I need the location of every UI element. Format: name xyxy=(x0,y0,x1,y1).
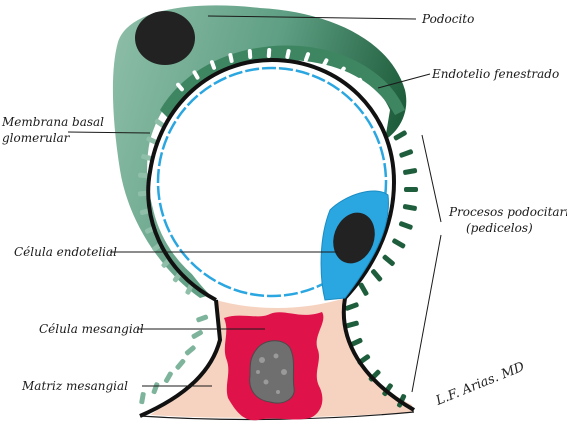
label-celula-endotelial: Célula endotelial xyxy=(14,245,117,259)
podocyte-body xyxy=(112,5,407,299)
leader-membrana xyxy=(67,131,151,134)
label-matriz-mesangial: Matriz mesangial xyxy=(21,379,128,393)
endothelial-nucleus xyxy=(333,212,375,264)
podocyte-nucleus xyxy=(135,11,195,65)
basement-membrane-stalk-left xyxy=(139,299,223,418)
glomerular-basement-membrane xyxy=(146,57,397,302)
label-membrana-basal-line1: Membrana basal xyxy=(1,115,104,129)
label-membrana-basal-line2: glomerular xyxy=(2,131,71,145)
matrix-base-line xyxy=(139,411,415,421)
label-procesos-line1: Procesos podocitarios xyxy=(448,205,567,219)
podocyte-foot-processes-lower-left xyxy=(139,314,209,405)
mesangial-nucleus-texture xyxy=(256,353,287,394)
label-celula-mesangial: Célula mesangial xyxy=(39,322,144,336)
leader-procesos-bottom xyxy=(411,234,442,393)
fenestrated-endothelium xyxy=(156,66,388,298)
label-endotelio-fenestrado: Endotelio fenestrado xyxy=(431,67,559,81)
podocyte-cytoplasm-arc xyxy=(160,45,405,118)
leader-podocito xyxy=(207,15,417,20)
leader-endotelio xyxy=(377,73,431,89)
label-procesos-line2: (pedicelos) xyxy=(466,221,533,235)
author-signature: L.F. Arias. MD xyxy=(433,359,527,409)
label-podocito: Podocito xyxy=(421,12,474,26)
basement-membrane-stalk-right xyxy=(341,297,416,412)
leader-procesos-top xyxy=(421,134,442,223)
podocyte-foot-processes-top xyxy=(176,48,377,99)
mesangial-nucleus xyxy=(249,340,295,404)
